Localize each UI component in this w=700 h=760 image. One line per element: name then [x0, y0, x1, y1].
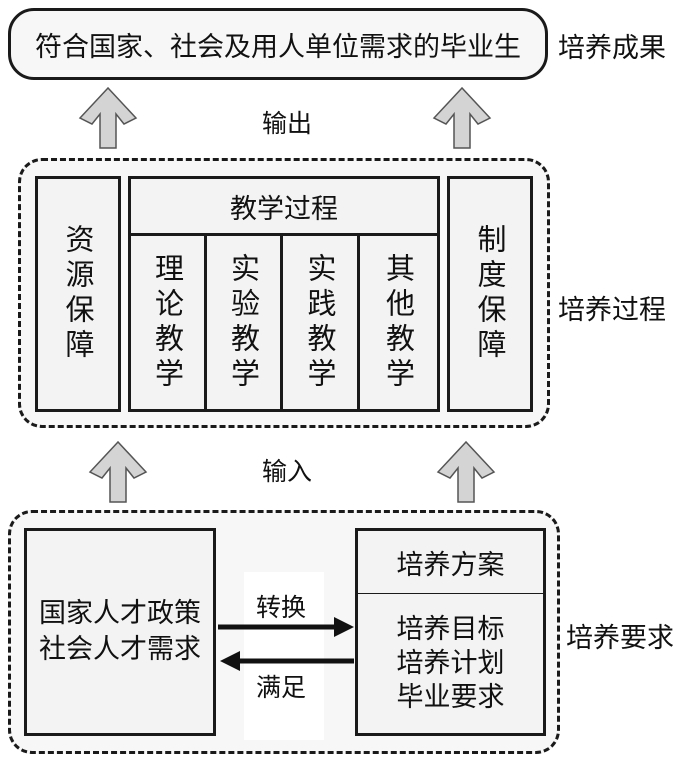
requirements-side-label: 培养要求 — [566, 623, 674, 654]
outcome-side-label: 培养成果 — [558, 33, 666, 64]
resource-support-box: 资源保障 — [35, 176, 121, 412]
arrow-label-bg — [244, 572, 324, 740]
teaching-item-label: 其他教学 — [381, 252, 416, 393]
teaching-item-other: 其他教学 — [357, 233, 440, 412]
outcome-text: 符合国家、社会及用人单位需求的毕业生 — [35, 31, 521, 63]
output-arrow-left — [78, 86, 138, 149]
teaching-item-theory: 理论教学 — [128, 233, 207, 412]
satisfy-label: 满足 — [256, 673, 307, 702]
resource-support-label: 资源保障 — [61, 224, 95, 364]
process-side-label: 培养过程 — [558, 295, 666, 326]
plan-item-goal: 培养目标 — [396, 613, 505, 645]
input-arrow-right — [436, 440, 496, 503]
system-support-box: 制度保障 — [447, 176, 533, 412]
input-arrow-left — [88, 440, 148, 503]
teaching-process-label: 教学过程 — [230, 193, 338, 225]
teaching-item-experiment: 实验教学 — [204, 233, 283, 412]
policy-demand-box: 国家人才政策 社会人才需求 — [24, 528, 216, 736]
training-plan-header: 培养方案 — [355, 528, 546, 596]
teaching-item-practice: 实践教学 — [280, 233, 360, 412]
outcome-box: 符合国家、社会及用人单位需求的毕业生 — [8, 8, 548, 80]
training-plan-items: 培养目标 培养计划 毕业要求 — [355, 593, 546, 736]
input-label: 输入 — [262, 457, 313, 486]
demand-line: 社会人才需求 — [39, 634, 201, 665]
teaching-item-label: 实验教学 — [226, 252, 261, 393]
output-label: 输出 — [262, 109, 313, 138]
teaching-item-label: 理论教学 — [150, 252, 185, 393]
satisfy-arrow — [220, 651, 354, 671]
training-plan-label: 培养方案 — [396, 549, 505, 581]
transform-arrow — [218, 617, 354, 637]
teaching-item-label: 实践教学 — [303, 252, 337, 393]
output-arrow-right — [432, 86, 492, 149]
system-support-label: 制度保障 — [473, 224, 507, 364]
plan-item-graduation: 毕业要求 — [396, 681, 505, 713]
plan-item-schedule: 培养计划 — [396, 647, 505, 679]
policy-line: 国家人才政策 — [39, 598, 201, 629]
transform-label: 转换 — [256, 593, 307, 622]
